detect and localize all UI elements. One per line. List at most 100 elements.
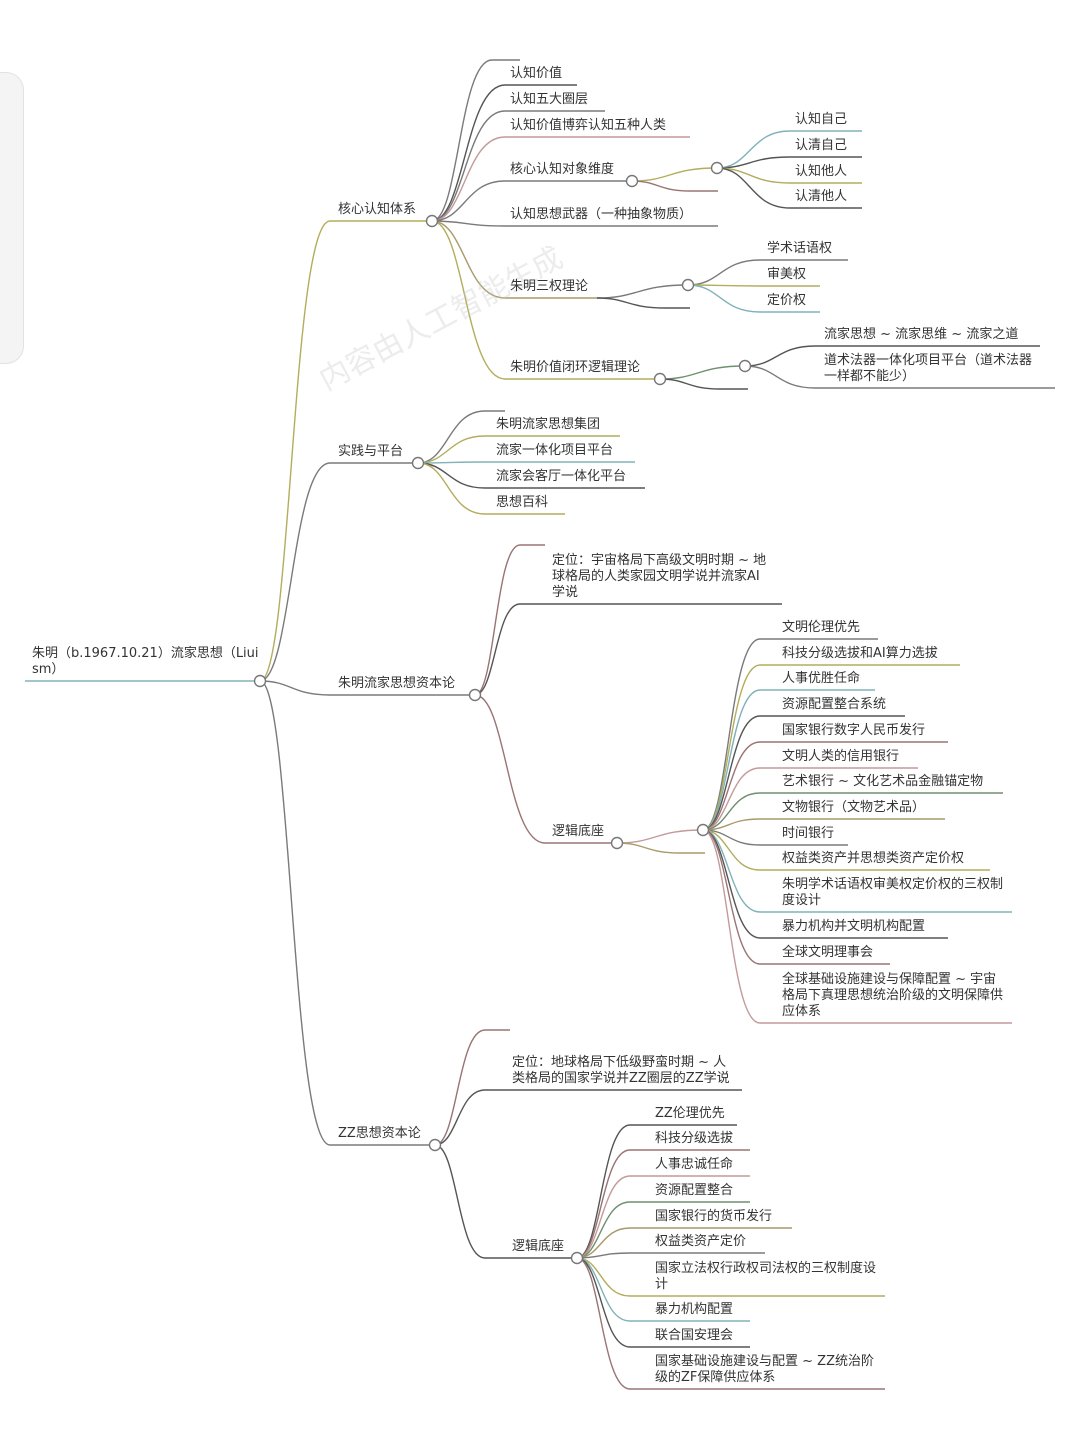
topic-node[interactable]: 朱明学术话语权审美权定价权的三权制度设计 bbox=[782, 877, 1004, 908]
topic-node[interactable]: 国家银行数字人民币发行 bbox=[782, 723, 926, 738]
collapse-toggle-icon bbox=[710, 161, 724, 175]
connector-curve bbox=[596, 284, 689, 299]
topic-node[interactable]: 艺术银行 ~ 文化艺术品金融锚定物 bbox=[782, 774, 984, 789]
connector-curve bbox=[702, 829, 761, 913]
topic-node[interactable]: 文明伦理优先 bbox=[782, 620, 861, 635]
connector-curve bbox=[687, 259, 761, 286]
topic-node[interactable]: 科技分级选拔 bbox=[655, 1131, 734, 1146]
connector-curve bbox=[434, 1089, 486, 1146]
topic-node[interactable]: 认知五大圈层 bbox=[510, 92, 589, 107]
connector-curve bbox=[616, 842, 681, 854]
topic-node[interactable]: 资源配置整合系统 bbox=[782, 697, 887, 712]
connector-curve bbox=[596, 297, 666, 309]
topic-node[interactable]: 暴力机构并文明机构配置 bbox=[782, 919, 926, 934]
branch-topic[interactable]: 实践与平台 bbox=[338, 444, 404, 459]
topic-node[interactable]: 国家银行的货币发行 bbox=[655, 1209, 773, 1224]
topic-node[interactable]: 思想百科 bbox=[496, 495, 549, 510]
connector-curve bbox=[417, 462, 486, 515]
topic-node[interactable]: 认知价值博弈认知五种人类 bbox=[510, 118, 667, 133]
connector-curve bbox=[431, 220, 506, 227]
connector-curve bbox=[431, 220, 506, 380]
connector-curve bbox=[702, 741, 761, 831]
topic-node[interactable]: 人事忠诚任命 bbox=[655, 1157, 734, 1172]
topic-node[interactable]: 国家立法权行政权司法权的三权制度设计 bbox=[655, 1261, 877, 1292]
connector-curve bbox=[616, 829, 704, 844]
topic-node[interactable]: 文明人类的信用银行 bbox=[782, 749, 900, 764]
topic-node[interactable]: 认清自己 bbox=[795, 138, 848, 153]
connector-curve bbox=[702, 689, 761, 831]
connector-curve bbox=[687, 284, 761, 313]
topic-node[interactable]: 暴力机构配置 bbox=[655, 1302, 734, 1317]
connector-curve bbox=[417, 462, 486, 489]
connector-curve bbox=[716, 167, 791, 184]
connector-curve bbox=[434, 1029, 486, 1146]
collapse-toggle-icon bbox=[425, 214, 439, 228]
branch-topic[interactable]: ZZ思想资本论 bbox=[338, 1126, 421, 1141]
topic-node[interactable]: 朱明流家思想集团 bbox=[496, 417, 601, 432]
topic-node[interactable]: 认知价值 bbox=[510, 66, 563, 81]
topic-node[interactable]: 定价权 bbox=[767, 293, 807, 308]
connector-curve bbox=[702, 829, 761, 1024]
connector-curve bbox=[576, 1124, 631, 1259]
topic-node[interactable]: 定位：宇宙格局下高级文明时期 ~ 地球格局的人类家园文明学说并流家AI学说 bbox=[552, 553, 767, 600]
connector-curve bbox=[702, 829, 761, 871]
topic-node[interactable]: 权益类资产定价 bbox=[655, 1234, 747, 1249]
topic-node[interactable]: 流家思想 ~ 流家思维 ~ 流家之道 bbox=[824, 327, 1019, 342]
connector-curve bbox=[474, 544, 521, 696]
topic-node[interactable]: 权益类资产并思想类资产定价权 bbox=[782, 851, 965, 866]
topic-node[interactable]: 全球文明理事会 bbox=[782, 945, 874, 960]
topic-node[interactable]: 时间银行 bbox=[782, 826, 835, 841]
topic-node[interactable]: 流家一体化项目平台 bbox=[496, 443, 614, 458]
connector-curve bbox=[259, 680, 331, 696]
topic-node[interactable]: 全球基础设施建设与保障配置 ~ 宇宙格局下真理思想统治阶级的文明保障供应体系 bbox=[782, 972, 1004, 1019]
connector-curve bbox=[702, 829, 761, 965]
connector-curve bbox=[431, 110, 506, 222]
topic-node[interactable]: 朱明价值闭环逻辑理论 bbox=[510, 360, 641, 375]
connector-curve bbox=[431, 59, 493, 222]
topic-node[interactable]: 认知自己 bbox=[795, 112, 848, 127]
connector-curve bbox=[702, 715, 761, 831]
connector-curve bbox=[259, 220, 331, 682]
collapse-toggle-icon bbox=[253, 674, 267, 688]
topic-node[interactable]: 认清他人 bbox=[795, 189, 848, 204]
collapse-toggle-icon bbox=[681, 278, 695, 292]
connector-curve bbox=[576, 1149, 631, 1259]
topic-node[interactable]: 联合国安理会 bbox=[655, 1328, 734, 1343]
topic-node[interactable]: 科技分级选拔和AI算力选拔 bbox=[782, 646, 938, 661]
topic-node[interactable]: 核心认知对象维度 bbox=[510, 162, 615, 177]
connector-curve bbox=[434, 1144, 486, 1259]
topic-node[interactable]: 学术话语权 bbox=[767, 241, 833, 256]
connector-curve bbox=[417, 435, 486, 464]
collapse-toggle-icon bbox=[411, 456, 425, 470]
topic-node[interactable]: 认知他人 bbox=[795, 164, 848, 179]
topic-node[interactable]: 认知思想武器（一种抽象物质） bbox=[510, 207, 693, 222]
topic-node[interactable]: 定位：地球格局下低级野蛮时期 ~ 人类格局的国家学说并ZZ圈层的ZZ学说 bbox=[512, 1055, 730, 1086]
connector-curve bbox=[631, 180, 691, 192]
connector-curve bbox=[576, 1175, 631, 1259]
connector-curve bbox=[716, 156, 791, 169]
collapse-toggle-icon bbox=[570, 1251, 584, 1265]
topic-node[interactable]: 逻辑底座 bbox=[512, 1239, 565, 1254]
branch-topic[interactable]: 朱明流家思想资本论 bbox=[338, 676, 456, 691]
topic-node[interactable]: 逻辑底座 bbox=[552, 824, 605, 839]
connector-curve bbox=[659, 365, 746, 380]
connector-curve bbox=[431, 84, 506, 222]
connector-curve bbox=[431, 136, 506, 222]
connector-curve bbox=[576, 1257, 631, 1348]
topic-node[interactable]: 国家基础设施建设与配置 ~ ZZ统治阶级的ZF保障供应体系 bbox=[655, 1354, 874, 1385]
topic-node[interactable]: 人事优胜任命 bbox=[782, 671, 861, 686]
topic-node[interactable]: 道术法器一体化项目平台（道术法器一样都不能少） bbox=[824, 353, 1033, 384]
connector-curve bbox=[259, 680, 331, 1146]
topic-node[interactable]: 文物银行（文物艺术品） bbox=[782, 800, 926, 815]
topic-node[interactable]: 审美权 bbox=[767, 267, 807, 282]
branch-topic[interactable]: 核心认知体系 bbox=[338, 202, 417, 217]
collapse-toggle-icon bbox=[653, 372, 667, 386]
topic-node[interactable]: ZZ伦理优先 bbox=[655, 1106, 725, 1121]
topic-node[interactable]: 朱明三权理论 bbox=[510, 279, 589, 294]
connector-curve bbox=[417, 410, 486, 464]
root-topic[interactable]: 朱明（b.1967.10.21）流家思想（Liuism） bbox=[32, 646, 259, 677]
connector-curve bbox=[431, 220, 506, 299]
topic-node[interactable]: 流家会客厅一体化平台 bbox=[496, 469, 627, 484]
topic-node[interactable]: 资源配置整合 bbox=[655, 1183, 734, 1198]
